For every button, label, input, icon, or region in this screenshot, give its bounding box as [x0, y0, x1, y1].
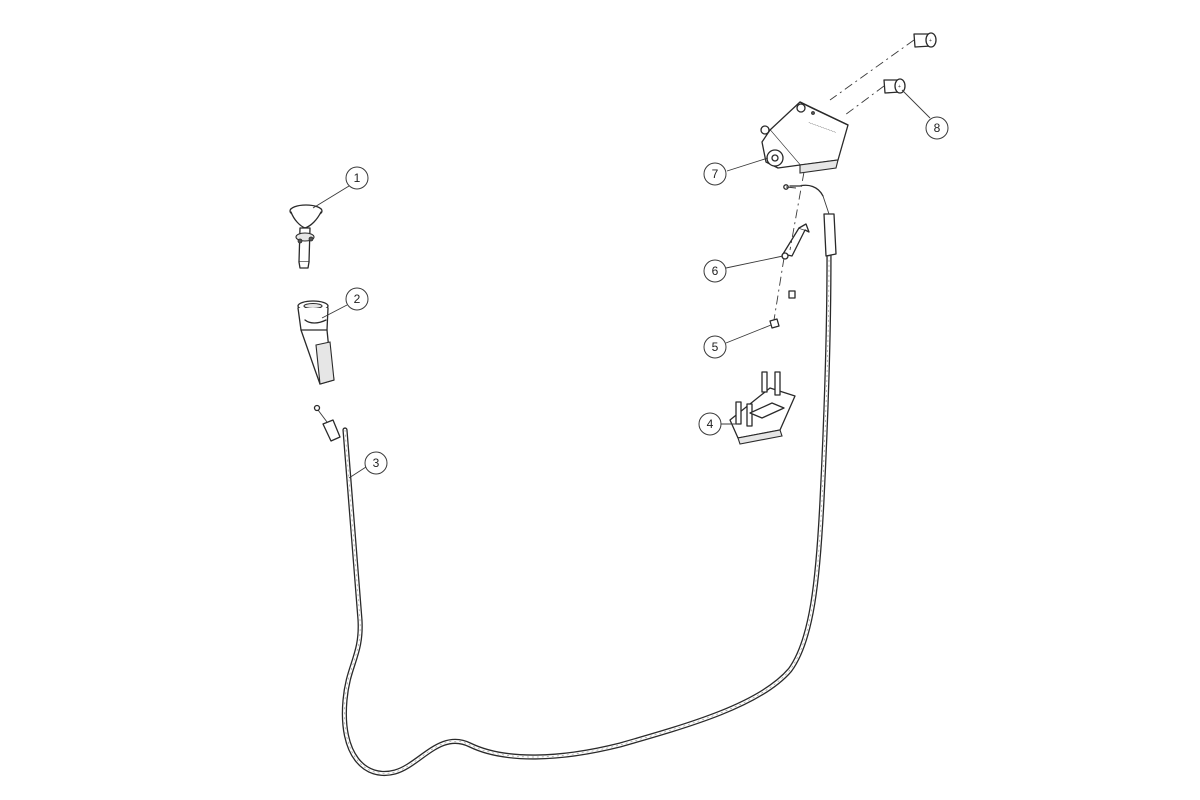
screw-axis-top	[829, 39, 915, 101]
screw-lower-mark: +	[898, 84, 901, 90]
leader-2	[321, 304, 348, 319]
latch-housing: ~~~~~~~~~~	[760, 101, 849, 174]
callout-1-label: 1	[354, 171, 361, 185]
callout-7: 7	[703, 162, 727, 186]
screw-top-mark: +	[929, 38, 932, 44]
leader-3	[348, 466, 367, 479]
pull-knob	[289, 204, 323, 269]
release-cable	[341, 222, 832, 776]
callout-2-label: 2	[354, 292, 361, 306]
screw-top: +	[913, 32, 937, 48]
callout-6: 6	[703, 259, 727, 283]
small-nut	[769, 318, 780, 329]
leader-7	[726, 157, 769, 172]
callout-5: 5	[703, 335, 727, 359]
callout-3-label: 3	[373, 456, 380, 470]
callout-8-label: 8	[934, 121, 941, 135]
latch-lever	[781, 223, 810, 260]
handle-bezel	[297, 300, 335, 385]
callout-4-label: 4	[707, 417, 714, 431]
callout-2: 2	[345, 287, 369, 311]
callout-6-label: 6	[712, 264, 719, 278]
callout-3: 3	[364, 451, 388, 475]
cable-end-right	[783, 184, 837, 257]
callout-4: 4	[698, 412, 722, 436]
leader-8	[901, 89, 931, 119]
callout-7-label: 7	[712, 167, 719, 181]
callout-8: 8	[925, 116, 949, 140]
cable-end-left	[313, 404, 341, 442]
leader-5	[725, 324, 772, 344]
callout-5-label: 5	[712, 340, 719, 354]
leader-6	[725, 255, 784, 269]
small-pin	[788, 290, 796, 299]
lever-axis	[789, 171, 805, 251]
leader-1	[312, 185, 350, 209]
screw-lower: +	[883, 78, 906, 94]
screw-axis-lower	[844, 85, 885, 116]
mounting-bracket	[729, 371, 796, 445]
callout-1: 1	[345, 166, 369, 190]
pin-axis	[773, 257, 785, 321]
